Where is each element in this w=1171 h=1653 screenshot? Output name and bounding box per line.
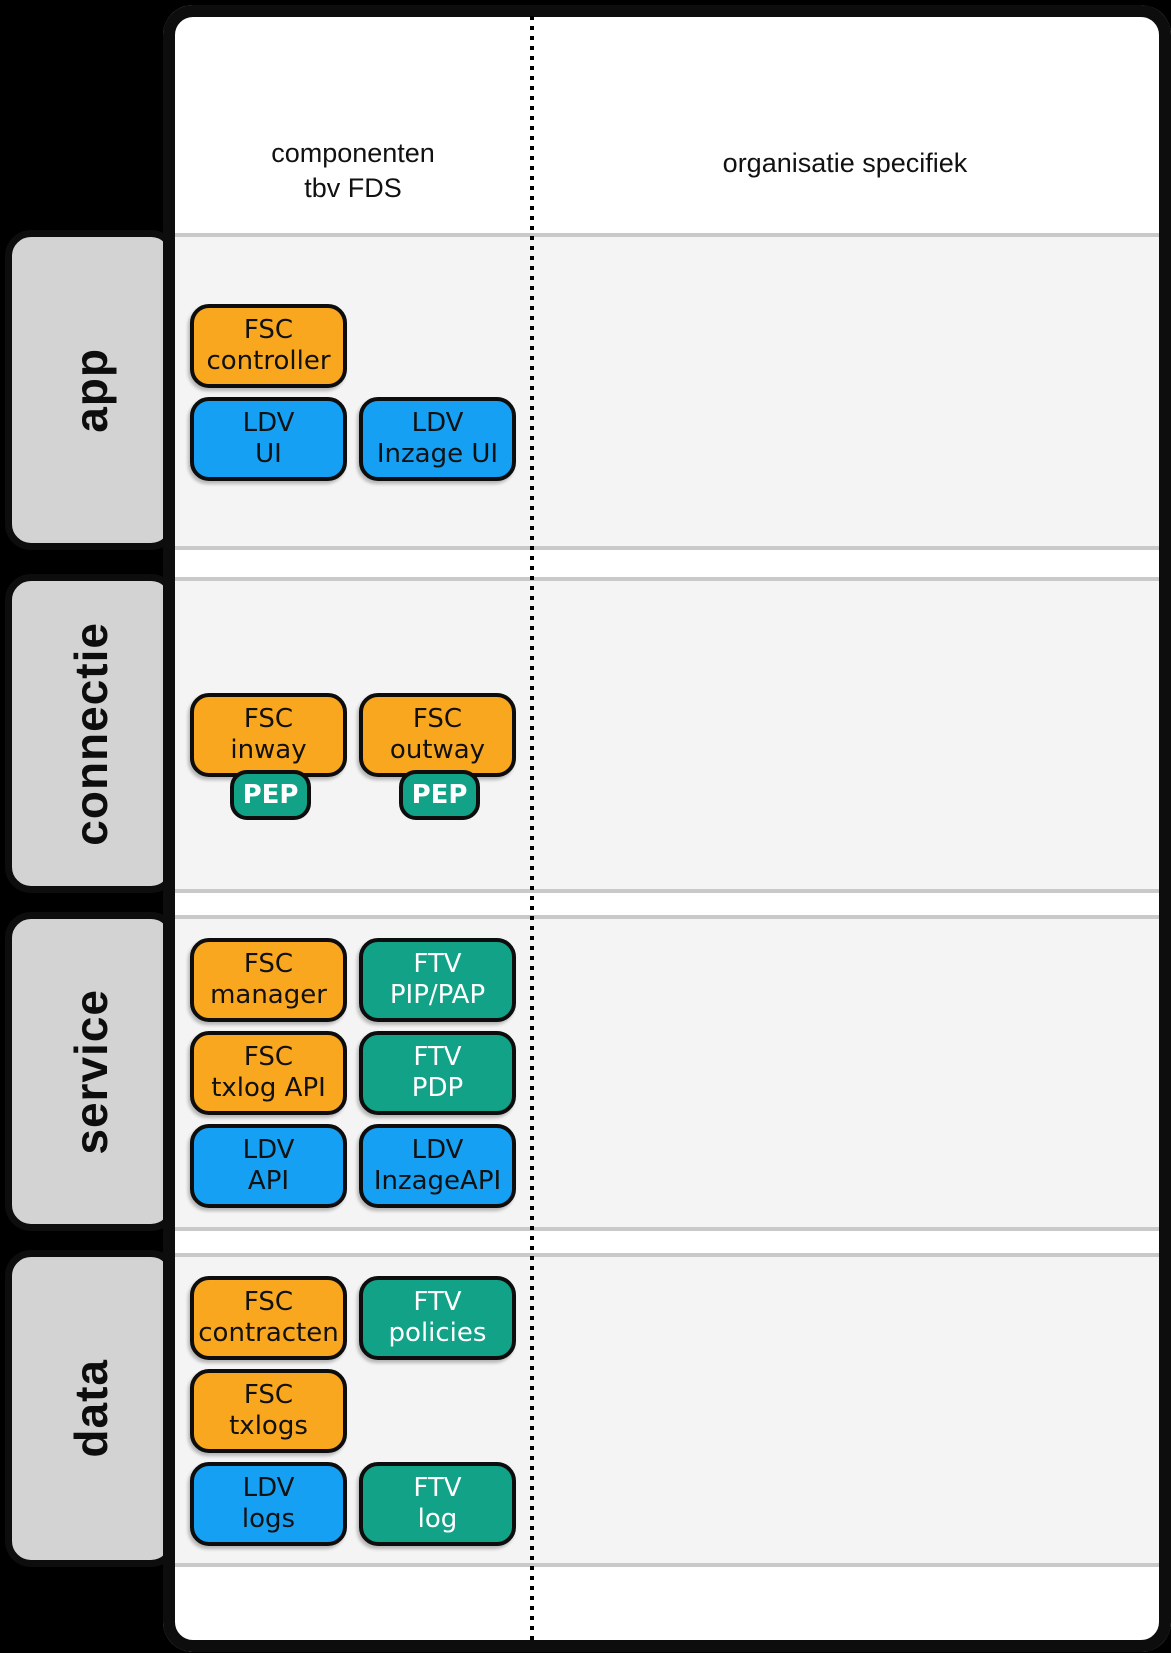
- row-tab-service: service: [5, 912, 177, 1231]
- pep-badge-fsc-inway: PEP: [230, 770, 311, 820]
- component-box-ldv-ui-line2: UI: [255, 439, 282, 469]
- pep-badge-fsc-outway: PEP: [399, 770, 480, 820]
- component-box-ftv-policies-line2: policies: [388, 1318, 487, 1348]
- component-box-ftv-log-line1: FTV: [413, 1473, 462, 1503]
- component-box-fsc-txlog-api-line2: txlog API: [211, 1073, 326, 1103]
- component-box-ftv-pdp-line2: PDP: [411, 1073, 464, 1103]
- dotted-column-divider: [530, 16, 534, 1640]
- component-box-ftv-log-line2: log: [417, 1504, 458, 1534]
- row-tab-app-label: app: [65, 347, 117, 433]
- component-box-fsc-txlogs-line1: FSC: [243, 1380, 294, 1410]
- row-tab-connectie: connectie: [5, 574, 177, 893]
- component-box-ftv-pdp-line1: FTV: [413, 1042, 462, 1072]
- component-box-fsc-manager-line1: FSC: [243, 949, 294, 979]
- column-title-fds-line2: tbv FDS: [304, 173, 402, 203]
- component-box-ldv-api-line1: LDV: [242, 1135, 295, 1165]
- component-box-ldv-api-line2: API: [247, 1166, 290, 1196]
- component-box-ldv-logs-line2: logs: [241, 1504, 296, 1534]
- component-box-ldv-inzage-ui-line2: Inzage UI: [376, 439, 499, 469]
- row-tab-data: data: [5, 1250, 177, 1567]
- component-box-ldv-inzage-api-line2: InzageAPI: [373, 1166, 502, 1196]
- component-box-fsc-controller-line2: controller: [206, 346, 331, 376]
- component-box-fsc-txlog-api-line1: FSC: [243, 1042, 294, 1072]
- row-tab-connectie-label: connectie: [65, 621, 117, 846]
- row-tab-service-label: service: [65, 988, 117, 1155]
- component-box-ldv-inzage-api-line1: LDV: [411, 1135, 464, 1165]
- component-box-fsc-manager-line2: manager: [210, 980, 327, 1010]
- component-box-fsc-outway-line1: FSC: [412, 704, 463, 734]
- row-tab-data-label: data: [65, 1359, 117, 1458]
- column-title-organisation-specific: organisatie specifiek: [722, 148, 968, 178]
- component-box-fsc-contracten-line1: FSC: [243, 1287, 294, 1317]
- component-box-fsc-inway-line1: FSC: [243, 704, 294, 734]
- component-box-fsc-inway-line2: inway: [230, 735, 307, 765]
- component-box-ftv-pip-pap-line1: FTV: [413, 949, 462, 979]
- component-box-ldv-ui-line1: LDV: [242, 408, 295, 438]
- component-box-fsc-controller-line1: FSC: [243, 315, 294, 345]
- component-box-ftv-pip-pap-line2: PIP/PAP: [389, 980, 486, 1010]
- component-box-fsc-contracten-line2: contracten: [198, 1318, 339, 1348]
- component-box-fsc-outway-line2: outway: [389, 735, 486, 765]
- row-band-app: [175, 233, 1159, 550]
- column-title-fds-line1: componenten: [271, 138, 435, 168]
- row-tab-app: app: [5, 230, 177, 550]
- component-box-fsc-txlogs-line2: txlogs: [229, 1411, 308, 1441]
- component-box-ftv-policies-line1: FTV: [413, 1287, 462, 1317]
- component-box-ldv-inzage-ui-line1: LDV: [411, 408, 464, 438]
- component-box-ldv-logs-line1: LDV: [242, 1473, 295, 1503]
- column-title-fds-components: componenten tbv FDS: [175, 136, 531, 206]
